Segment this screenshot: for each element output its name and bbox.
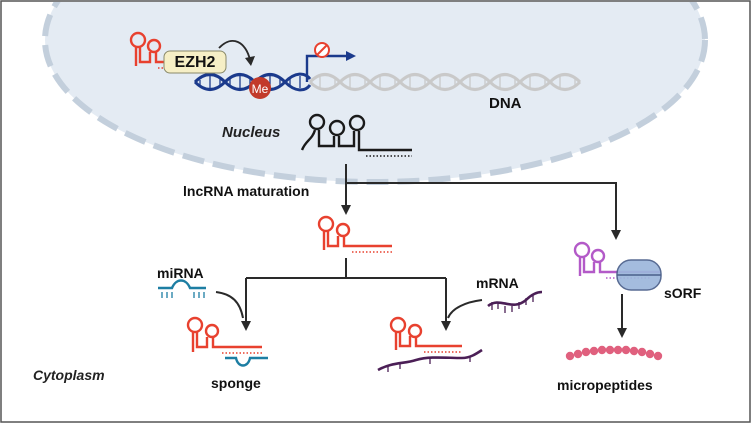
mirna	[158, 279, 206, 298]
inhibition-icon	[314, 42, 330, 58]
cytoplasm-label: Cytoplasm	[33, 367, 105, 383]
methyl-mark	[249, 77, 271, 99]
split-line	[246, 258, 446, 279]
mrna-join-arrow	[447, 299, 483, 319]
sponge-lncrna	[186, 316, 262, 354]
mirna-join-arrow	[215, 291, 244, 319]
micropeptides-label: micropeptides	[557, 377, 653, 393]
sponge-bound-mirna	[225, 356, 268, 367]
sorf-label: sORF	[664, 285, 702, 301]
methylation-arrow	[218, 40, 251, 61]
methylation-arrow-head	[245, 56, 255, 66]
mrna-label: mRNA	[476, 275, 519, 291]
methyl-mark-label: Me	[252, 82, 269, 96]
micropeptide-chain	[565, 345, 663, 361]
ezh2-label: EZH2	[175, 54, 216, 71]
transcription-arrow-head	[346, 51, 356, 61]
mrna-bound-lncrna	[389, 316, 462, 353]
immature-lncrna	[300, 113, 412, 157]
nucleus-body	[45, 2, 705, 182]
transcription-arrow	[305, 54, 348, 82]
ezh2-protein	[163, 50, 227, 74]
mrna-strand	[487, 290, 543, 313]
sponge-label: sponge	[211, 375, 261, 391]
mature-lncrna	[317, 215, 392, 253]
nucleus	[42, 2, 708, 185]
bound-mrna	[377, 348, 483, 372]
nucleus-label: Nucleus	[222, 124, 280, 141]
maturation-label: lncRNA maturation	[183, 183, 309, 199]
mirna-label: miRNA	[157, 265, 204, 281]
dna-label: DNA	[489, 95, 522, 112]
sorf-branch-arrow	[346, 182, 621, 240]
